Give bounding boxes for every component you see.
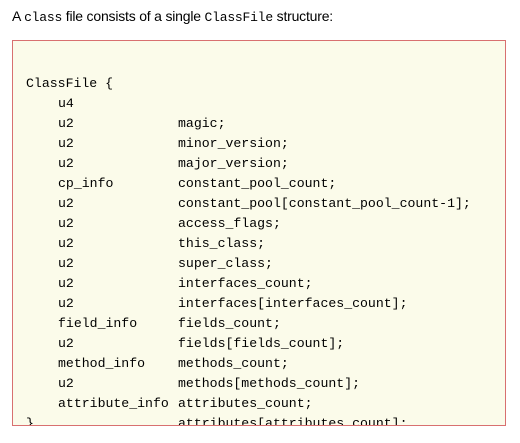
field-line: method_info methods[methods_count]; <box>26 334 505 391</box>
field-type: u2 <box>58 236 74 251</box>
field-name: attributes_count; <box>178 396 313 411</box>
field-type: u2 <box>58 376 74 391</box>
intro-code-classfile: ClassFile <box>204 10 274 25</box>
field-type: u2 <box>58 216 74 231</box>
field-name: fields[fields_count]; <box>178 336 345 351</box>
field-type: u2 <box>58 136 74 151</box>
field-type: u2 <box>58 296 74 311</box>
struct-close-line: } <box>26 394 505 425</box>
field-line: u2 methods_count; <box>26 314 505 371</box>
field-line: u2 attributes_count; <box>26 354 505 411</box>
field-line: u2 this_class; <box>26 194 505 251</box>
field-name: constant_pool[constant_pool_count-1]; <box>178 196 471 211</box>
field-name: methods_count; <box>178 356 289 371</box>
field-line: cp_info constant_pool[constant_pool_coun… <box>26 154 505 211</box>
field-line: u2 major_version; <box>26 114 505 171</box>
field-name: this_class; <box>178 236 266 251</box>
field-type: u2 <box>58 276 74 291</box>
field-type: attribute_info <box>58 396 169 411</box>
field-line: field_info fields[fields_count]; <box>26 294 505 351</box>
field-type: u2 <box>58 116 74 131</box>
field-name: constant_pool_count; <box>178 176 337 191</box>
field-type: cp_info <box>58 176 114 191</box>
field-type: u2 <box>58 156 74 171</box>
field-type: u2 <box>58 256 74 271</box>
field-name: attributes[attributes_count]; <box>178 416 408 426</box>
intro-suffix: structure: <box>272 8 334 24</box>
struct-close: } <box>26 416 34 426</box>
field-line: u2 fields_count; <box>26 274 505 331</box>
field-name: super_class; <box>178 256 273 271</box>
intro-prefix: A <box>12 8 25 24</box>
field-line: u4 magic; <box>26 74 505 131</box>
field-name: major_version; <box>178 156 289 171</box>
field-name: methods[methods_count]; <box>178 376 361 391</box>
intro-middle: file consists of a single <box>62 8 205 24</box>
struct-open-line: ClassFile { <box>26 54 505 91</box>
field-type: field_info <box>58 316 138 331</box>
field-type: method_info <box>58 356 146 371</box>
field-name: interfaces[interfaces_count]; <box>178 296 408 311</box>
field-type: u2 <box>58 336 74 351</box>
field-line: attribute_info attributes[attributes_cou… <box>26 374 505 425</box>
field-line: u2 minor_version; <box>26 94 505 151</box>
struct-open: ClassFile { <box>26 76 114 91</box>
field-type: u4 <box>58 96 74 111</box>
field-line: u2 super_class; <box>26 214 505 271</box>
field-name: magic; <box>178 116 226 131</box>
field-name: minor_version; <box>178 136 289 151</box>
field-name: interfaces_count; <box>178 276 313 291</box>
field-type: u2 <box>58 196 74 211</box>
field-name: fields_count; <box>178 316 281 331</box>
field-line: u2 constant_pool_count; <box>26 134 505 191</box>
field-line: u2 interfaces_count; <box>26 234 505 291</box>
intro-code-class: class <box>24 10 63 25</box>
field-name: access_flags; <box>178 216 281 231</box>
code-block: ClassFile { u4 magic; u2 minor_version; … <box>12 40 506 426</box>
field-line: u2 access_flags; <box>26 174 505 231</box>
field-line: u2 interfaces[interfaces_count]; <box>26 254 505 311</box>
intro-paragraph: A class file consists of a single ClassF… <box>12 6 333 28</box>
